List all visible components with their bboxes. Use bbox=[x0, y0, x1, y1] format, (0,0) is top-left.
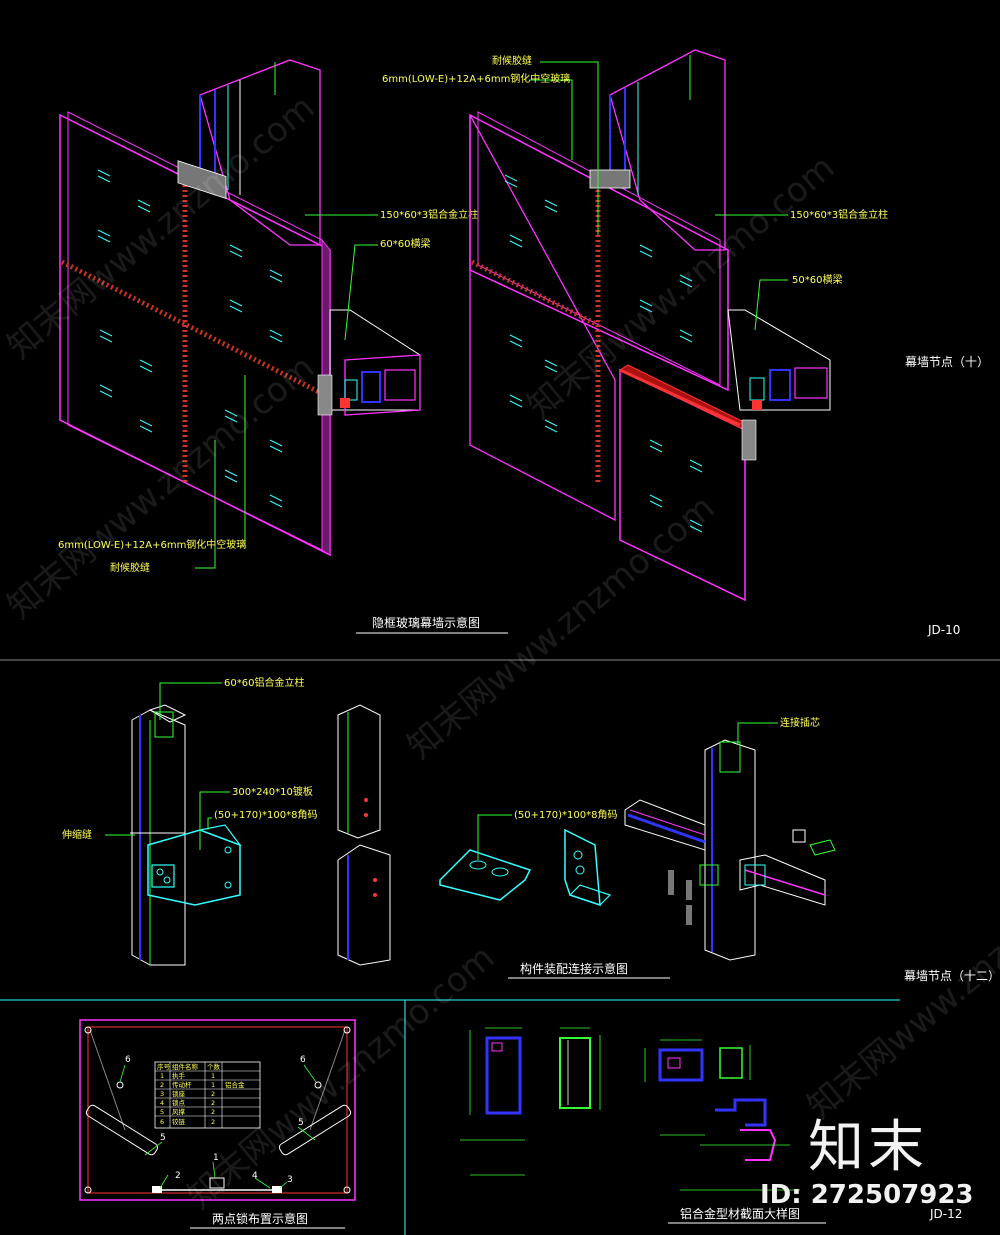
label-mullion-left: 150*60*3铝合金立柱 bbox=[380, 208, 478, 221]
table-cell: 1 bbox=[211, 1072, 215, 1080]
mullion-assembly-left bbox=[130, 704, 242, 966]
label-angle-code-b: (50+170)*100*8角码 bbox=[514, 809, 617, 821]
table-cell: 2 bbox=[211, 1099, 215, 1107]
hidden-frame-curtain-wall-left bbox=[59, 59, 421, 557]
callout-5b: 5 bbox=[298, 1118, 304, 1128]
two-point-lock-diagram bbox=[79, 1019, 356, 1201]
profile-sections bbox=[460, 1027, 800, 1191]
table-cell: 1 bbox=[211, 1081, 215, 1089]
leader-lines-mid-left bbox=[105, 682, 230, 850]
sheet-jd12: JD-12 bbox=[929, 1207, 962, 1221]
brand-watermark-logo: 知末 bbox=[808, 1115, 928, 1180]
image-id-label: ID: 272507923 bbox=[760, 1180, 974, 1210]
label-transom-right: 50*60横梁 bbox=[792, 273, 842, 286]
leader-lines-top-right bbox=[530, 61, 788, 331]
watermark-text: 知末网www.znzmo.com bbox=[0, 87, 322, 366]
label-node-ten: 幕墙节点（十） bbox=[905, 355, 989, 369]
table-header-name: 组件名称 bbox=[172, 1062, 199, 1071]
title-two-point: 两点锁布置示意图 bbox=[212, 1211, 308, 1226]
lock-leaders bbox=[119, 1064, 317, 1189]
label-connector-core: 连接插芯 bbox=[780, 716, 820, 729]
callout-5a: 5 bbox=[160, 1133, 166, 1143]
label-mullion-right: 150*60*3铝合金立柱 bbox=[790, 208, 888, 221]
table-cell: 2 bbox=[211, 1118, 215, 1126]
label-transom-left: 60*60横梁 bbox=[380, 237, 430, 250]
watermark-text: 知末网www.znzmo.com bbox=[180, 937, 502, 1216]
title-hidden-frame: 隐框玻璃幕墙示意图 bbox=[372, 615, 480, 630]
hidden-frame-curtain-wall-right bbox=[469, 49, 831, 602]
label-node-twelve: 幕墙节点（十二） bbox=[904, 969, 1000, 983]
exploded-mullion bbox=[337, 704, 391, 966]
table-header-no: 序号 bbox=[157, 1062, 171, 1071]
callout-4: 4 bbox=[252, 1171, 258, 1181]
lock-components-table: 序号 组件名称 个数 1 执手 1 2 传动杆 1 铝合金 3 锁座 2 4 锁… bbox=[154, 1061, 261, 1129]
table-cell: 4 bbox=[160, 1099, 164, 1107]
table-cell: 执手 bbox=[172, 1071, 186, 1080]
table-cell: 传动杆 bbox=[172, 1080, 192, 1089]
callout-3: 3 bbox=[287, 1175, 293, 1185]
callout-6a: 6 bbox=[125, 1055, 131, 1065]
label-expansion-joint: 伸缩缝 bbox=[62, 828, 92, 841]
table-cell: 3 bbox=[160, 1090, 164, 1098]
table-cell: 锁点 bbox=[172, 1098, 186, 1107]
callout-2: 2 bbox=[175, 1171, 181, 1181]
watermark-layer: 知末网www.znzmo.com 知末网www.znzmo.com 知末网www… bbox=[0, 87, 1000, 1216]
watermark-text: 知末网www.znzmo.com bbox=[0, 347, 322, 626]
assembled-node bbox=[624, 739, 836, 961]
label-glass-spec-bottom: 6mm(LOW-E)+12A+6mm钢化中空玻璃 bbox=[58, 538, 246, 551]
label-embed-plate: 300*240*10镀板 bbox=[232, 785, 313, 798]
label-sealant-top: 耐候胶缝 bbox=[492, 54, 532, 67]
label-glass-spec-top: 6mm(LOW-E)+12A+6mm钢化中空玻璃 bbox=[382, 72, 570, 85]
table-cell: 2 bbox=[211, 1090, 215, 1098]
table-cell: 风撑 bbox=[172, 1107, 186, 1116]
watermark-text: 知末网www.znzmo.com bbox=[520, 147, 842, 426]
table-cell: 1 bbox=[160, 1072, 164, 1080]
callout-1: 1 bbox=[213, 1153, 219, 1163]
table-cell: 2 bbox=[160, 1081, 164, 1089]
label-mullion-small: 60*60铝合金立柱 bbox=[224, 676, 304, 689]
leader-connector bbox=[737, 722, 778, 745]
watermark-text: 知末网www.znzmo.com bbox=[800, 847, 1000, 1126]
table-cell: 铰链 bbox=[172, 1117, 186, 1126]
lock-callouts: 1 2 3 4 5 5 6 6 bbox=[125, 1055, 306, 1185]
table-header-count: 个数 bbox=[207, 1062, 221, 1071]
table-cell: 6 bbox=[160, 1118, 164, 1126]
leader-lines-top-left bbox=[195, 214, 378, 569]
table-cell: 锁座 bbox=[172, 1089, 186, 1098]
table-cell: 铝合金 bbox=[225, 1080, 245, 1089]
table-cell: 2 bbox=[211, 1108, 215, 1116]
title-profile: 铝合金型材截面大样图 bbox=[680, 1206, 800, 1221]
label-angle-code-a: (50+170)*100*8角码 bbox=[214, 809, 317, 821]
callout-6b: 6 bbox=[300, 1055, 306, 1065]
label-sealant-bottom: 耐候胶缝 bbox=[110, 561, 150, 574]
angle-code-parts bbox=[439, 828, 612, 907]
table-cell: 5 bbox=[160, 1108, 164, 1116]
leader-angle-code-b bbox=[477, 814, 512, 860]
title-assembly: 构件装配连接示意图 bbox=[520, 961, 628, 976]
sheet-jd10: JD-10 bbox=[927, 623, 960, 637]
